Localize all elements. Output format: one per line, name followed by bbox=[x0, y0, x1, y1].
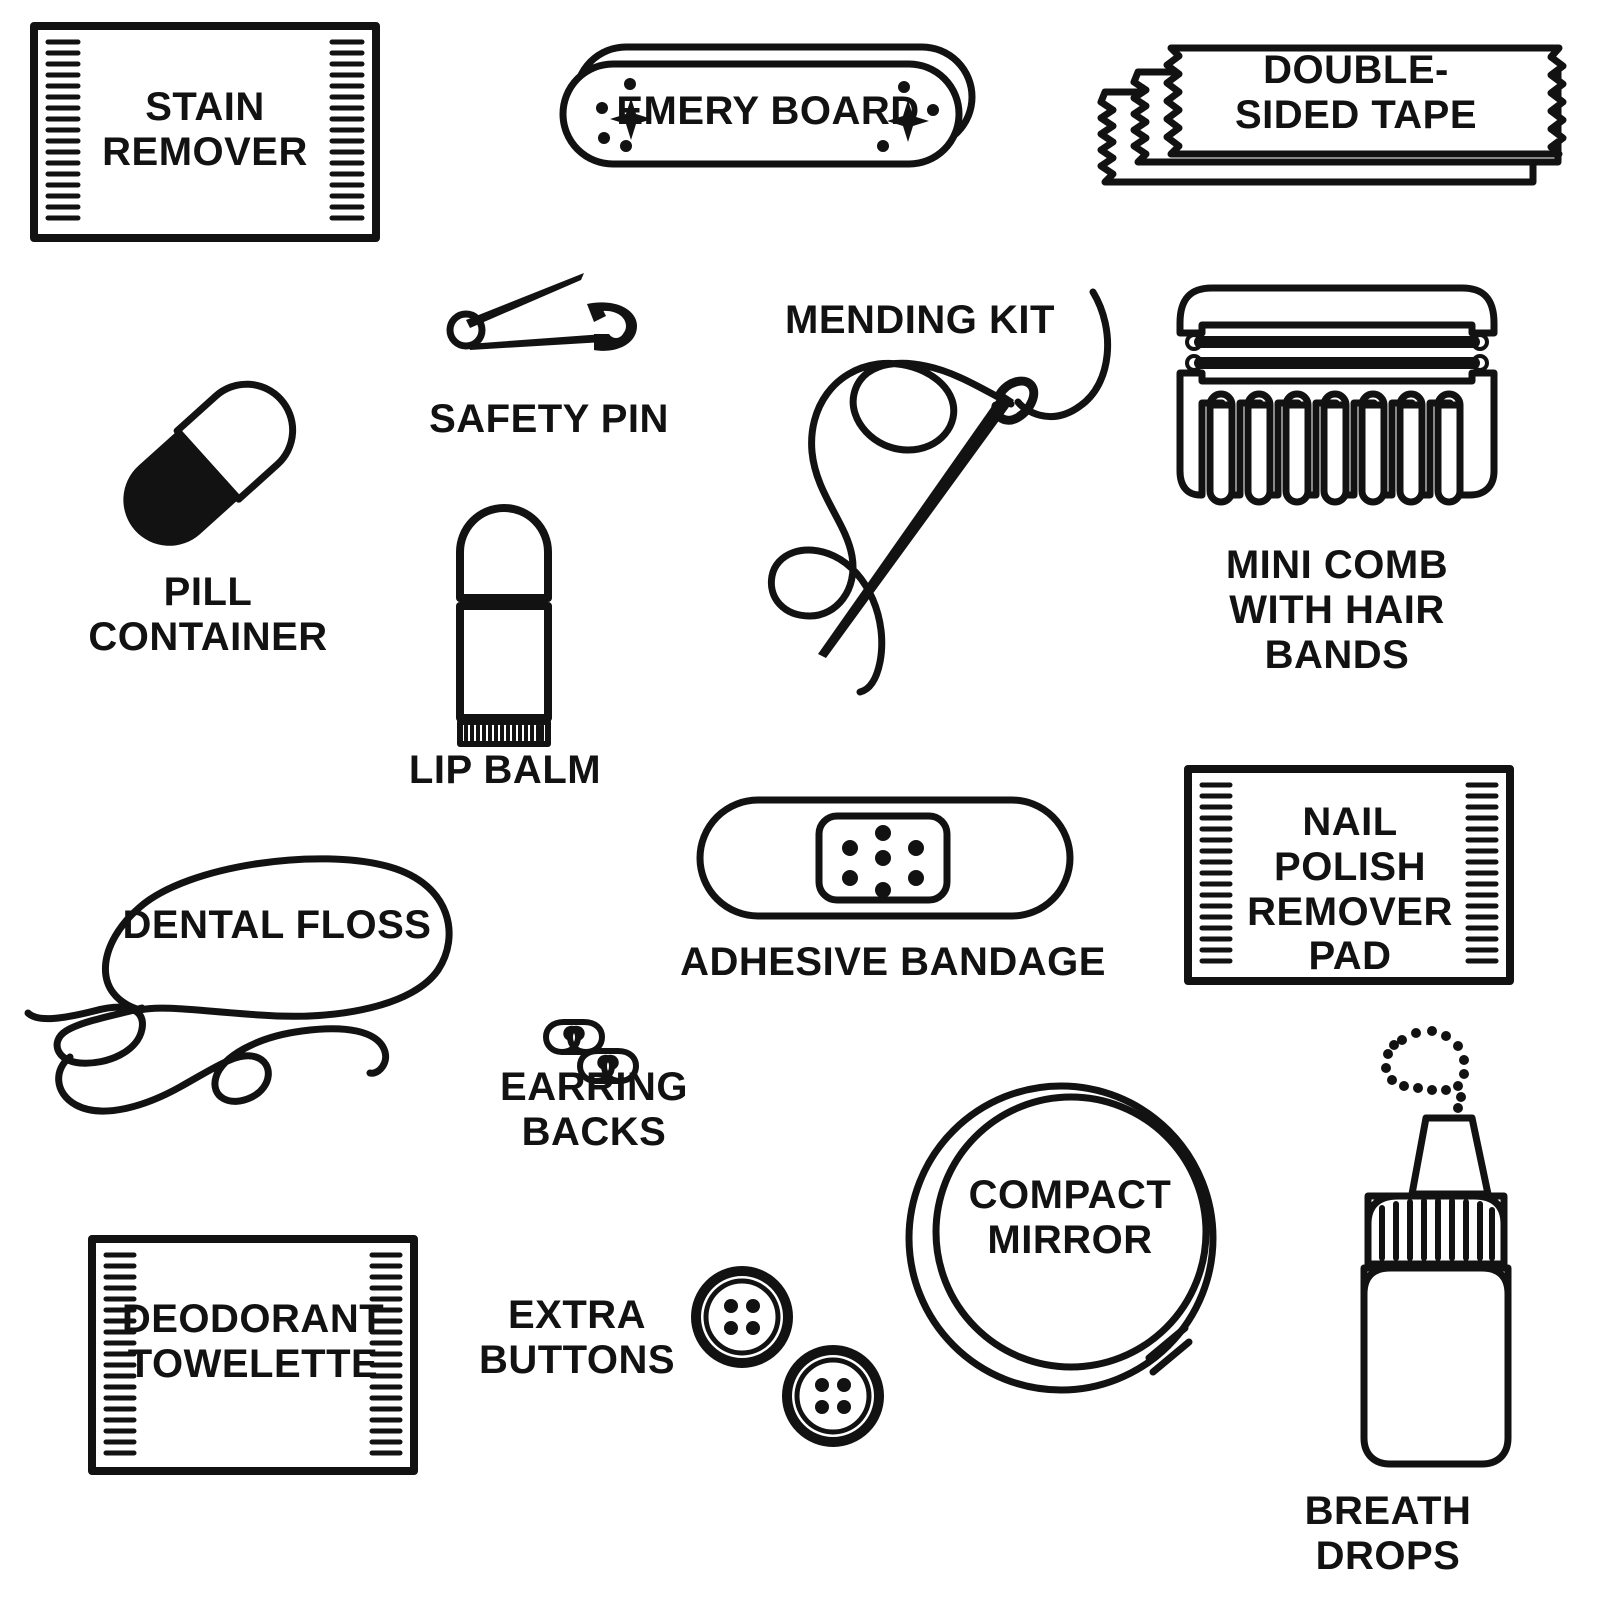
tape-strips-icon bbox=[1097, 44, 1567, 186]
item-earring-backs bbox=[540, 1012, 650, 1092]
safety-pin-icon bbox=[446, 273, 637, 351]
item-stain-remover bbox=[30, 22, 380, 242]
needle-and-thread-icon bbox=[767, 288, 1112, 696]
item-safety-pin bbox=[446, 268, 648, 368]
item-adhesive-bandage bbox=[695, 795, 1075, 925]
item-mending-kit bbox=[728, 272, 1112, 696]
floss-thread-loop-icon bbox=[24, 855, 453, 1115]
item-breath-drops bbox=[1316, 1018, 1516, 1478]
lip-balm-tube-icon bbox=[456, 504, 552, 747]
item-extra-buttons bbox=[690, 1265, 910, 1455]
item-double-sided-tape bbox=[1093, 30, 1593, 210]
comb-with-hair-bands-icon bbox=[1176, 284, 1498, 506]
earring-clutch-icon bbox=[543, 1019, 639, 1084]
item-nail-polish-remover-pad bbox=[1184, 765, 1514, 985]
item-pill-container bbox=[118, 380, 298, 546]
dropper-bottle-icon bbox=[1360, 1026, 1512, 1468]
label-extra-buttons: EXTRA BUTTONS bbox=[478, 1293, 676, 1382]
label-safety-pin: SAFETY PIN bbox=[429, 397, 669, 441]
sew-on-buttons-icon bbox=[691, 1266, 884, 1447]
item-compact-mirror bbox=[903, 1036, 1233, 1436]
item-deodorant-towelette bbox=[88, 1235, 418, 1475]
sachet-packet-icon bbox=[30, 22, 380, 242]
adhesive-bandage-icon bbox=[696, 796, 1074, 920]
label-lip-balm: LIP BALM bbox=[408, 748, 602, 792]
label-adhesive-bandage: ADHESIVE BANDAGE bbox=[680, 940, 1106, 984]
item-lip-balm bbox=[452, 500, 572, 747]
item-dental-floss bbox=[20, 825, 490, 1115]
emery-board-icon bbox=[559, 43, 976, 168]
label-mini-comb: MINI COMB WITH HAIR BANDS bbox=[1225, 543, 1449, 677]
sachet-packet-icon bbox=[88, 1235, 418, 1475]
item-emery-board bbox=[558, 42, 978, 172]
item-mini-comb bbox=[1172, 283, 1502, 523]
sachet-packet-icon bbox=[1184, 765, 1514, 985]
capsule-pill-icon bbox=[123, 380, 297, 546]
label-breath-drops: BREATH DROPS bbox=[1304, 1489, 1472, 1578]
round-mirror-icon bbox=[905, 1082, 1217, 1394]
label-pill-container: PILL CONTAINER bbox=[88, 570, 328, 659]
